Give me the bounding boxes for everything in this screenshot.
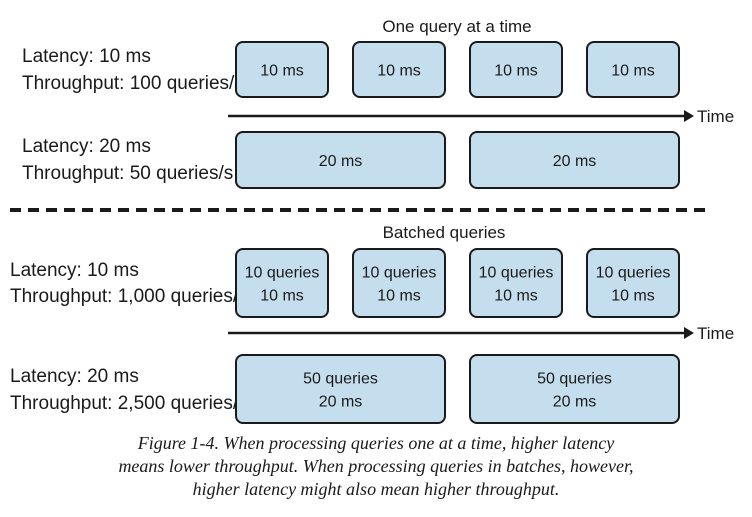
timeline-box <box>469 248 563 318</box>
caption-line: higher latency might also mean higher th… <box>192 479 560 499</box>
timeline-box-label: 10 ms <box>377 288 421 305</box>
bottom-row1-boxes: 10 queries 10 ms 10 queries 10 ms 10 queries… <box>235 248 680 318</box>
bottom-row2-throughput: Throughput: 2,500 queries/s <box>10 393 248 414</box>
timeline-box-label: 10 queries <box>362 265 437 282</box>
top-section-title: One query at a time <box>382 17 531 36</box>
timeline-box <box>235 354 446 424</box>
timeline-box-label: 20 ms <box>319 153 363 170</box>
timeline-box-label: 20 ms <box>553 394 597 411</box>
timeline-box-label: 10 ms <box>611 63 655 80</box>
timeline-box <box>352 248 446 318</box>
timeline-box <box>352 41 446 98</box>
bottom-section-title: Batched queries <box>383 223 506 242</box>
top-time-axis: Time <box>228 107 734 126</box>
timeline-box-label: 10 ms <box>260 63 304 80</box>
timeline-box <box>586 41 680 98</box>
bottom-time-label: Time <box>697 324 734 343</box>
top-row1-throughput: Throughput: 100 queries/s <box>22 73 244 94</box>
timeline-box-label: 10 queries <box>596 265 671 282</box>
bottom-row2-latency: Latency: 20 ms <box>10 366 139 387</box>
timeline-box <box>586 248 680 318</box>
timeline-box-label: 10 ms <box>377 63 421 80</box>
caption-line: Figure 1-4. When processing queries one … <box>137 433 615 453</box>
timeline-box-label: 20 ms <box>553 153 597 170</box>
timeline-box-label: 50 queries <box>303 371 378 388</box>
timeline-box <box>469 131 680 189</box>
timeline-box <box>469 41 563 98</box>
top-time-label: Time <box>697 107 734 126</box>
figure-caption: Figure 1-4. When processing queries one … <box>40 432 712 501</box>
timeline-box <box>469 354 680 424</box>
timeline-box-label: 10 ms <box>494 288 538 305</box>
timeline-box <box>235 41 329 98</box>
timeline-box <box>235 131 446 189</box>
timeline-box-label: 50 queries <box>537 371 612 388</box>
bottom-row1-throughput: Throughput: 1,000 queries/s <box>10 286 248 307</box>
top-row1-latency: Latency: 10 ms <box>22 46 151 67</box>
top-row2-throughput: Throughput: 50 queries/s <box>22 163 233 184</box>
latency-throughput-diagram: One query at a time Latency: 10 ms Throu… <box>10 17 734 424</box>
timeline-box-label: 10 ms <box>611 288 655 305</box>
top-row1-boxes: 10 ms 10 ms 10 ms 10 ms <box>235 41 680 98</box>
timeline-box-label: 20 ms <box>319 394 363 411</box>
bottom-row2-boxes: 50 queries 20 ms 50 queries 20 ms <box>235 354 680 424</box>
top-row2-latency: Latency: 20 ms <box>22 136 151 157</box>
timeline-box <box>235 248 329 318</box>
top-row2-boxes: 20 ms 20 ms <box>235 131 680 189</box>
bottom-row1-latency: Latency: 10 ms <box>10 260 139 281</box>
timeline-box-label: 10 ms <box>494 63 538 80</box>
time-axis-arrowhead-icon <box>684 327 694 339</box>
timeline-box-label: 10 ms <box>260 288 304 305</box>
bottom-time-axis: Time <box>228 324 734 343</box>
caption-line: means lower throughput. When processing … <box>118 456 634 476</box>
timeline-box-label: 10 queries <box>245 265 320 282</box>
time-axis-arrowhead-icon <box>684 110 694 122</box>
timeline-box-label: 10 queries <box>479 265 554 282</box>
